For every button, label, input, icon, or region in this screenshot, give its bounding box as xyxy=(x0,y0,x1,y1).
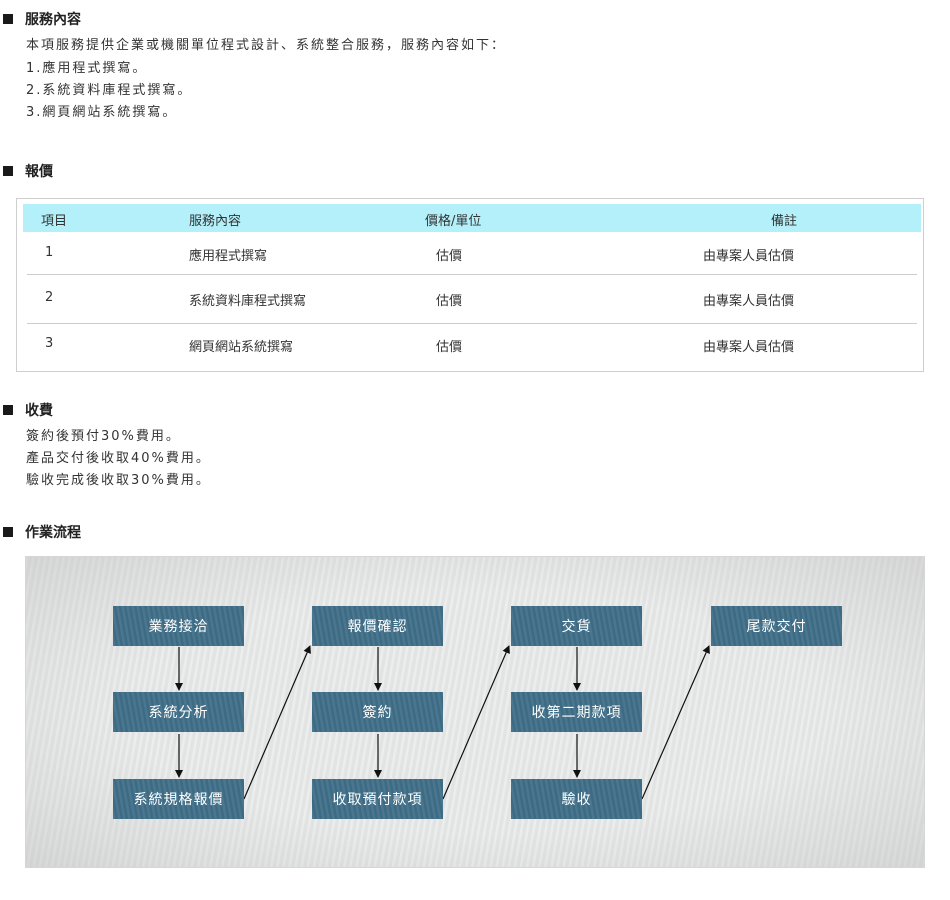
row-price: 估價 xyxy=(436,249,463,264)
row-note: 由專案人員估價 xyxy=(703,294,795,309)
bullet-square-icon xyxy=(3,405,13,415)
row-number: 3 xyxy=(45,336,54,351)
bullet-square-icon xyxy=(3,14,13,24)
flow-step-system-analysis: 系統分析 xyxy=(113,692,244,732)
service-item-2: 2.系統資料庫程式撰寫。 xyxy=(26,83,193,98)
table-row: 2 系統資料庫程式撰寫 估價 由專案人員估價 xyxy=(27,277,917,323)
row-price: 估價 xyxy=(436,340,463,355)
column-header-note: 備註 xyxy=(771,214,798,229)
flow-arrows xyxy=(175,645,710,800)
arrow-icon xyxy=(243,645,311,800)
fee-heading: 收費 xyxy=(0,400,53,420)
fee-line-2: 產品交付後收取40%費用。 xyxy=(26,451,211,466)
row-divider xyxy=(27,323,917,324)
service-intro: 本項服務提供企業或機關單位程式設計、系統整合服務，服務內容如下： xyxy=(26,38,507,53)
workflow-heading: 作業流程 xyxy=(0,522,81,542)
flow-step-final-payment: 尾款交付 xyxy=(711,606,842,646)
flow-step-prepayment: 收取預付款項 xyxy=(312,779,443,819)
service-heading: 服務內容 xyxy=(0,9,81,29)
flow-step-business-contact: 業務接洽 xyxy=(113,606,244,646)
table-row: 3 網頁網站系統撰寫 估價 由專案人員估價 xyxy=(27,323,917,369)
service-item-1: 1.應用程式撰寫。 xyxy=(26,61,148,76)
row-service: 系統資料庫程式撰寫 xyxy=(189,294,307,309)
row-note: 由專案人員估價 xyxy=(703,249,795,264)
bullet-square-icon xyxy=(3,166,13,176)
flow-step-delivery: 交貨 xyxy=(511,606,642,646)
bullet-square-icon xyxy=(3,527,13,537)
flow-step-sign-contract: 簽約 xyxy=(312,692,443,732)
service-item-3: 3.網頁網站系統撰寫。 xyxy=(26,105,178,120)
row-service: 應用程式撰寫 xyxy=(189,249,268,264)
row-service: 網頁網站系統撰寫 xyxy=(189,340,294,355)
quote-heading: 報價 xyxy=(0,161,53,181)
flow-step-quote-confirm: 報價確認 xyxy=(312,606,443,646)
row-note: 由專案人員估價 xyxy=(703,340,795,355)
row-number: 2 xyxy=(45,290,54,305)
row-number: 1 xyxy=(45,245,54,260)
table-row: 1 應用程式撰寫 估價 由專案人員估價 xyxy=(27,232,917,278)
fee-line-1: 簽約後預付30%費用。 xyxy=(26,429,181,444)
row-divider xyxy=(27,274,917,275)
column-header-price: 價格/單位 xyxy=(425,214,482,229)
flow-step-acceptance: 驗收 xyxy=(511,779,642,819)
table-header-row: 項目 服務內容 價格/單位 備註 xyxy=(23,204,921,232)
column-header-item: 項目 xyxy=(41,214,68,229)
flow-step-spec-quote: 系統規格報價 xyxy=(113,779,244,819)
arrow-icon xyxy=(442,645,510,800)
column-header-service: 服務內容 xyxy=(189,214,242,229)
row-price: 估價 xyxy=(436,294,463,309)
workflow-diagram: 業務接洽 系統分析 系統規格報價 報價確認 簽約 收取預付款項 交貨 收第二期款… xyxy=(25,556,925,868)
price-table: 項目 服務內容 價格/單位 備註 1 應用程式撰寫 估價 由專案人員估價 2 系… xyxy=(16,198,924,372)
flow-step-second-payment: 收第二期款項 xyxy=(511,692,642,732)
arrow-icon xyxy=(641,645,710,800)
fee-line-3: 驗收完成後收取30%費用。 xyxy=(26,473,211,488)
